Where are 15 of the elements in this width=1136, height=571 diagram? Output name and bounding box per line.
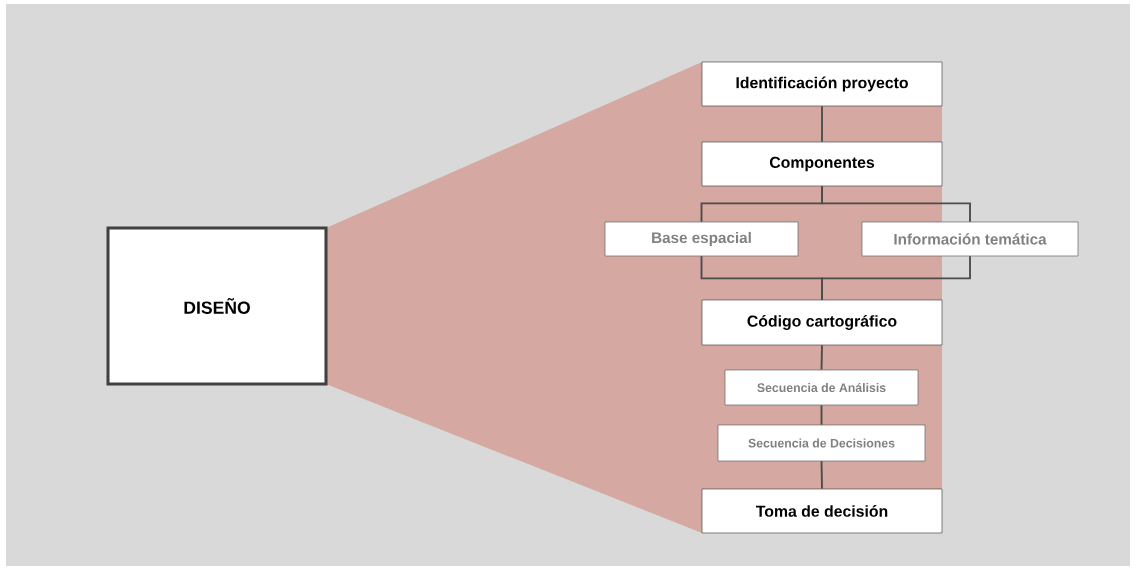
process-box: Código cartográfico [701, 299, 943, 346]
process-box: Información temática [861, 221, 1079, 257]
process-box: Secuencia de Análisis [724, 369, 919, 406]
connector-line [821, 185, 971, 223]
connector-line [820, 460, 823, 490]
connector-line [821, 255, 971, 301]
process-box: Toma de decisión [701, 488, 943, 534]
process-box: Base espacial [604, 221, 799, 257]
process-box: Identificación proyecto [701, 61, 943, 107]
connector-line [820, 404, 823, 426]
connector-line [821, 105, 823, 143]
connector-line [820, 344, 823, 371]
process-box: Secuencia de Decisiones [717, 424, 926, 462]
title-box: DISEÑO [106, 226, 328, 386]
process-box: Componentes [701, 141, 943, 187]
